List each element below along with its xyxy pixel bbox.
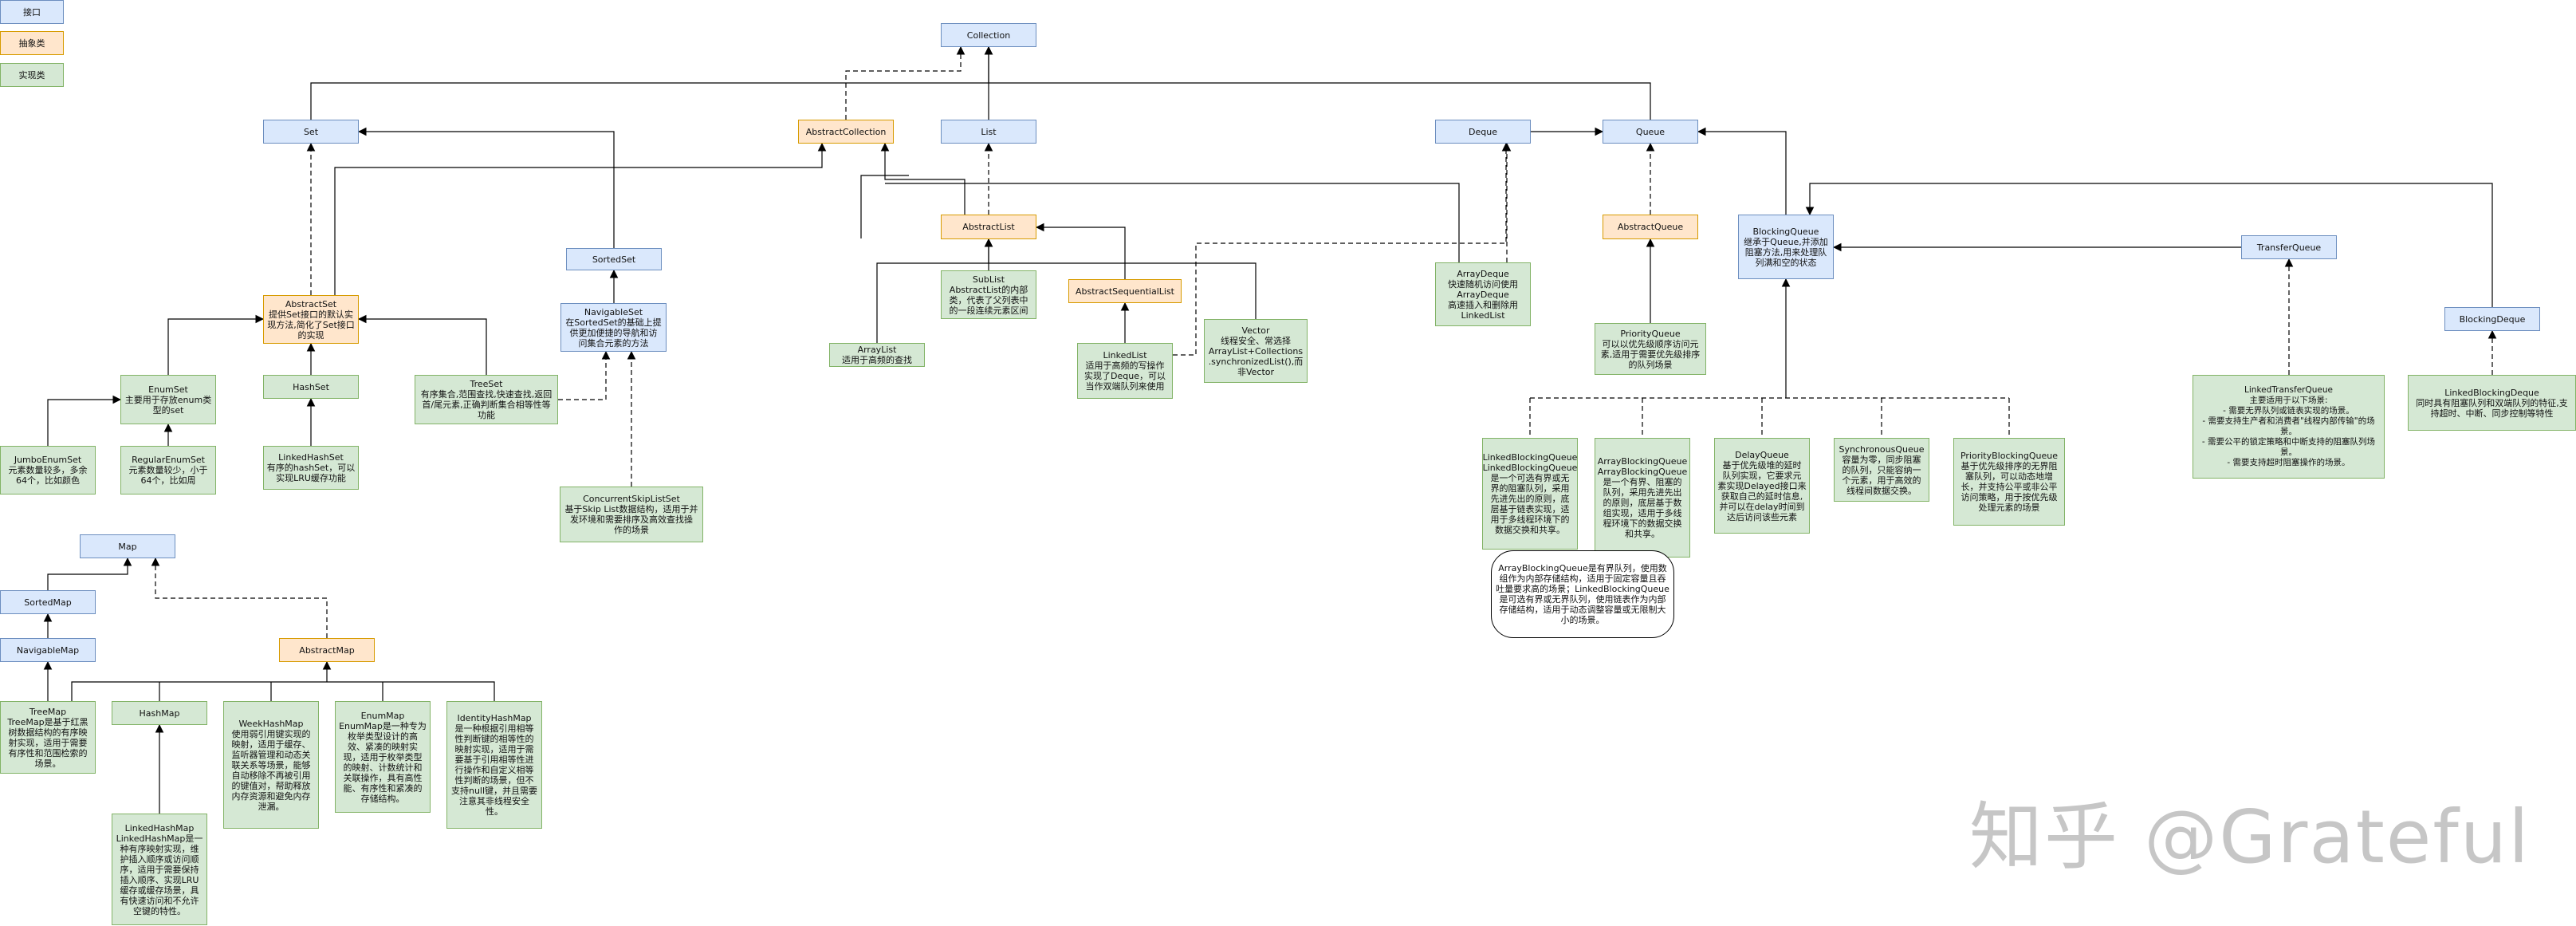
deque-node[interactable]: Deque <box>1435 120 1531 144</box>
sub-list-node[interactable]: SubList AbstractList的内部 类，代表了父列表中 的一段连续元… <box>941 270 1036 319</box>
sorted-map-node[interactable]: SortedMap <box>0 590 96 614</box>
edge-abstractlist-abstractcollection-b <box>880 142 966 215</box>
linked-hash-set-node[interactable]: LinkedHashSet 有序的hashSet，可以 实现LRU缓存功能 <box>263 446 359 490</box>
edge-queue-collection <box>984 45 1651 120</box>
array-blocking-queue-node[interactable]: ArrayBlockingQueue ArrayBlockingQueue 是一… <box>1595 438 1690 558</box>
tree-map-node[interactable]: TreeMap TreeMap是基于红黑 树数据结构的有序映 射实现，适用于需要… <box>0 701 96 774</box>
navigable-map-node[interactable]: NavigableMap <box>0 638 96 662</box>
edge-treeset-abstractset <box>357 314 487 375</box>
edge-sortedset-set <box>357 127 615 248</box>
edge-treeset-navigableset <box>558 350 611 400</box>
watermark: 知乎 @Grateful <box>1969 794 2531 880</box>
weak-hash-map-node[interactable]: WeekHashMap 使用弱引用键实现的 映射，适用于缓存、 监听器管理和动态… <box>223 701 319 829</box>
array-deque-node[interactable]: ArrayDeque 快速随机访问使用 ArrayDeque 高速插入和删除用 … <box>1435 262 1531 326</box>
legend-abstract: 抽象类 <box>0 31 64 55</box>
linked-hash-map-node[interactable]: LinkedHashMap LinkedHashMap是一 种有序映射实现，维 … <box>112 814 207 925</box>
enum-set-node[interactable]: EnumSet 主要用于存放enum类 型的set <box>120 375 216 424</box>
abstract-collection-node[interactable]: AbstractCollection <box>798 120 894 144</box>
legend-implementation: 实现类 <box>0 63 64 87</box>
collection-node[interactable]: Collection <box>941 23 1036 47</box>
hash-map-node[interactable]: HashMap <box>112 701 207 725</box>
blocking-queue-comparison-note: ArrayBlockingQueue是有界队列，使用数 组作为内部存储结构，适用… <box>1491 550 1674 638</box>
edge-maps-abstractmap <box>71 681 495 701</box>
map-node[interactable]: Map <box>80 534 175 558</box>
blocking-deque-node[interactable]: BlockingDeque <box>2444 307 2540 331</box>
linked-blocking-deque-node[interactable]: LinkedBlockingDeque 同时具有阻塞队列和双端队列的特征,支 持… <box>2408 375 2576 431</box>
abstract-list-node[interactable]: AbstractList <box>941 215 1036 239</box>
edge-sortedmap-map <box>47 557 132 590</box>
concurrent-skip-list-set-node[interactable]: ConcurrentSkipListSet 基于Skip List数据结构，适用… <box>560 487 703 542</box>
edge-blockingqueue-queue <box>1697 127 1787 215</box>
edge-enumset-abstractset <box>167 314 265 375</box>
jumbo-enum-set-node[interactable]: JumboEnumSet 元素数量较多，多余 64个，比如颜色 <box>0 446 96 495</box>
linked-list-node[interactable]: LinkedList 适用于高频的写操作 实现了Deque，可以 当作双端队列来… <box>1077 343 1173 399</box>
list-node[interactable]: List <box>941 120 1036 144</box>
edge-blockingdeque-blockingqueue <box>1805 183 2493 307</box>
edge-abstractset-abstractcollection <box>334 142 827 295</box>
abstract-sequential-list-node[interactable]: AbstractSequentialList <box>1068 279 1182 303</box>
navigable-set-node[interactable]: NavigableSet 在SortedSet的基础上提 供更加便捷的导航和访 … <box>560 303 667 352</box>
legend-interface: 接口 <box>0 0 64 24</box>
edge-jumboenumset-enumset <box>47 395 122 446</box>
tree-set-node[interactable]: TreeSet 有序集合,范围查找,快速查找,返回 首/尾元素,正确判断集合相等… <box>415 375 558 424</box>
abstract-map-node[interactable]: AbstractMap <box>279 638 375 662</box>
edge-abstractcollection-collection <box>845 45 966 120</box>
identity-hash-map-node[interactable]: IdentityHashMap 是一种根据引用相等 性判断键的相等性的 映射实现… <box>446 701 542 829</box>
regular-enum-set-node[interactable]: RegularEnumSet 元素数量较少，小于 64个，比如周 <box>120 446 216 495</box>
abstract-set-node[interactable]: AbstractSet 提供Set接口的默认实 现方法,简化了Set接口 的实现 <box>263 295 359 344</box>
delay-queue-node[interactable]: DelayQueue 基于优先级堆的延时 队列实现，它要求元 素实现Delaye… <box>1714 438 1810 534</box>
edge-set-collection <box>310 82 989 120</box>
linked-blocking-queue-node[interactable]: LinkedBlockingQueue LinkedBlockingQueue … <box>1482 438 1578 550</box>
hash-set-node[interactable]: HashSet <box>263 375 359 399</box>
enum-map-node[interactable]: EnumMap EnumMap是一种专为 枚举类型设计的高 效、紧凑的映射实 现… <box>335 701 431 813</box>
vector-node[interactable]: Vector 线程安全、常选择 ArrayList+Collections .s… <box>1204 319 1308 383</box>
edge-abstractlist-abstractcollection <box>860 175 909 238</box>
edge-abstractsequentiallist-abstractlist <box>1035 223 1126 279</box>
synchronous-queue-node[interactable]: SynchronousQueue 容量为零，同步阻塞 的队列，只能容纳一 个元素… <box>1834 438 1929 502</box>
array-list-node[interactable]: ArrayList 适用于高频的查找 <box>829 343 925 367</box>
transfer-queue-node[interactable]: TransferQueue <box>2241 235 2337 259</box>
priority-blocking-queue-node[interactable]: PriorityBlockingQueue 基于优先级排序的无界阻 塞队列，可以… <box>1953 438 2065 526</box>
edge-abstractmap-map <box>151 557 328 638</box>
set-node[interactable]: Set <box>263 120 359 144</box>
sorted-set-node[interactable]: SortedSet <box>566 248 662 270</box>
priority-queue-node[interactable]: PriorityQueue 可以以优先级顺序访问元 素,适用于需要优先级排序 的… <box>1595 323 1706 375</box>
abstract-queue-node[interactable]: AbstractQueue <box>1603 215 1698 239</box>
blocking-queue-node[interactable]: BlockingQueue 继承于Queue,并添加 阻塞方法,用来处理队 列满… <box>1738 215 1834 279</box>
queue-node[interactable]: Queue <box>1603 120 1698 144</box>
linked-transfer-queue-node[interactable]: LinkedTransferQueue 主要适用于以下场景: - 需要无界队列或… <box>2193 375 2385 479</box>
